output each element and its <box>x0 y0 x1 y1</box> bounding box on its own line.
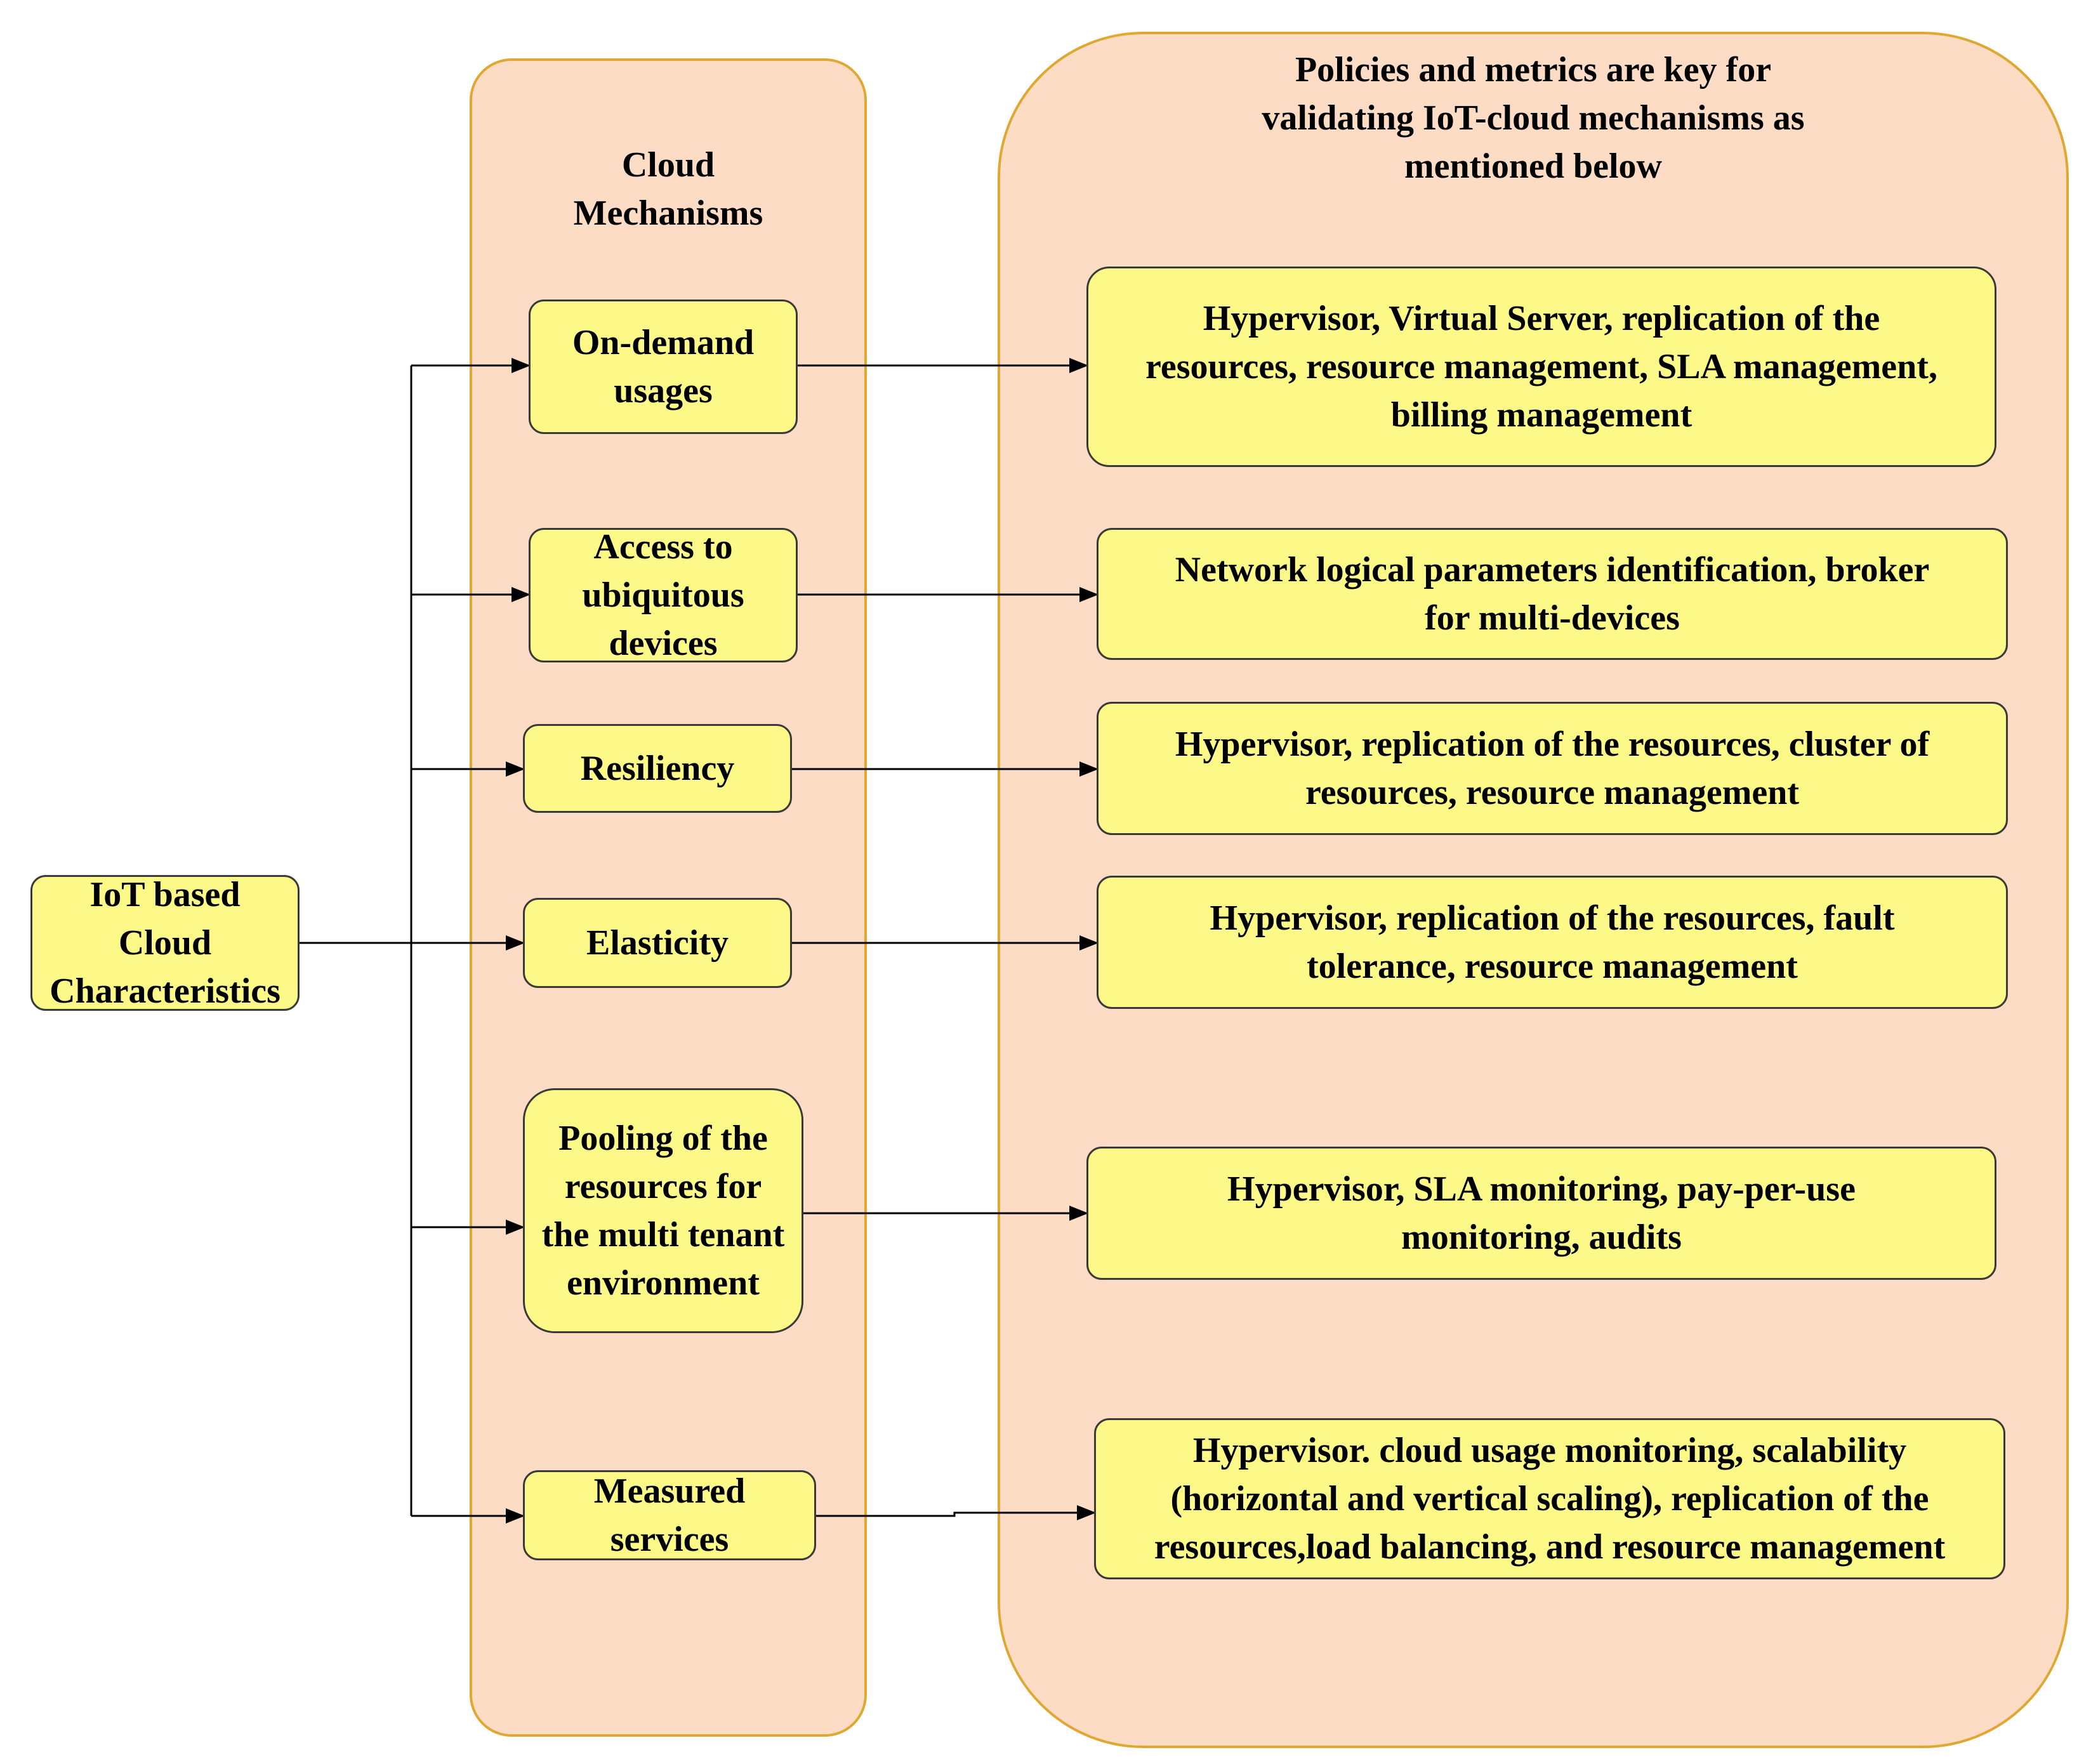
mechanism-on-demand-usages: On-demand usages <box>529 299 798 434</box>
mechanism-pooling-resources: Pooling of the resources for the multi t… <box>523 1088 803 1333</box>
policies-metrics-heading: Policies and metrics are key for validat… <box>1262 50 1805 186</box>
policy-elasticity: Hypervisor, replication of the resources… <box>1097 876 2008 1009</box>
policy-resiliency: Hypervisor, replication of the resources… <box>1097 702 2008 835</box>
policy-access-ubiquitous-devices: Network logical parameters identificatio… <box>1097 528 2008 660</box>
policy-on-demand-usages: Hypervisor, Virtual Server, replication … <box>1086 267 1996 467</box>
iot-cloud-characteristics-node: IoT based Cloud Characteristics <box>30 875 300 1011</box>
mechanism-elasticity: Elasticity <box>523 898 792 988</box>
cloud-mechanisms-heading: Cloud Mechanisms <box>573 145 763 233</box>
mechanism-resiliency: Resiliency <box>523 724 792 813</box>
mechanism-measured-services: Measured services <box>523 1470 816 1560</box>
policy-pooling-resources: Hypervisor, SLA monitoring, pay-per-use … <box>1086 1147 1996 1280</box>
policy-measured-services: Hypervisor. cloud usage monitoring, scal… <box>1094 1418 2005 1579</box>
mechanism-access-ubiquitous-devices: Access to ubiquitous devices <box>529 528 798 662</box>
